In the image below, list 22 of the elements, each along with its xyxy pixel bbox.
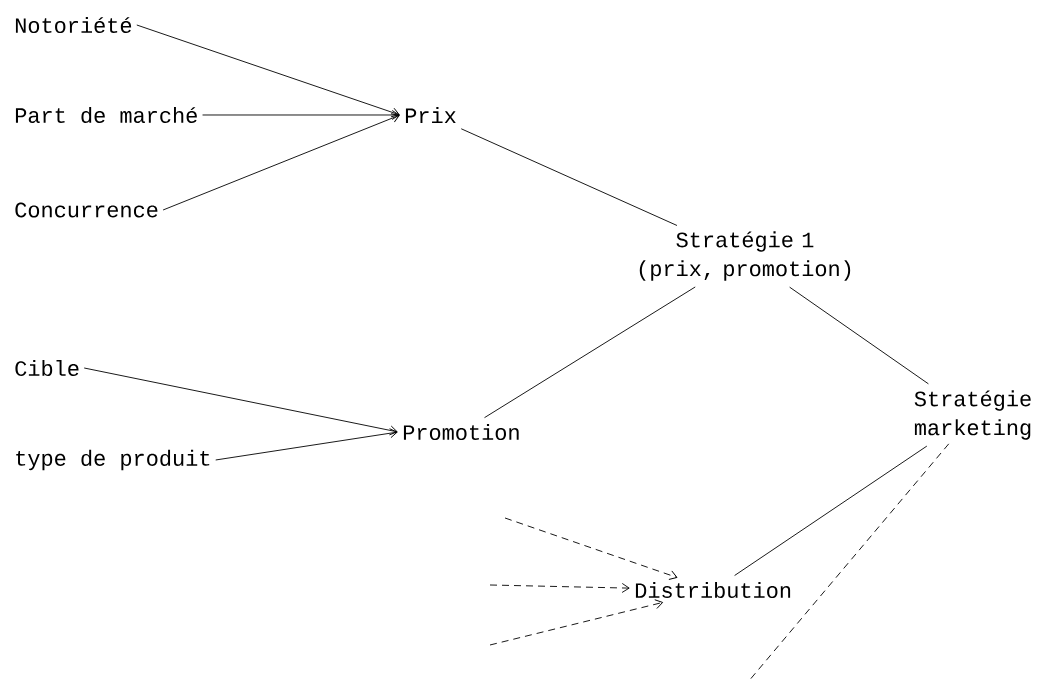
arrow xyxy=(215,428,398,461)
node-label: Cible xyxy=(15,359,79,377)
node-label: Prix xyxy=(405,107,456,123)
arrow xyxy=(83,367,398,436)
connector xyxy=(484,286,696,419)
arrow xyxy=(136,24,400,118)
node-label: Concurrence xyxy=(15,202,158,218)
node-label: Promotion xyxy=(403,423,519,441)
arrow xyxy=(489,583,630,593)
arrow xyxy=(489,599,664,646)
arrow xyxy=(202,110,400,120)
connector xyxy=(460,128,678,226)
node-label: Notoriété xyxy=(15,16,132,34)
connector xyxy=(789,286,929,385)
node-label: Part de marché xyxy=(15,106,197,124)
arrow xyxy=(504,517,678,580)
arrow xyxy=(162,113,400,211)
node-label: Distribution xyxy=(635,581,791,599)
node-label: Stratégie 1 (prix, promotion) xyxy=(639,231,851,281)
node-label: type de produit xyxy=(16,449,210,471)
node-label: Stratégie marketing xyxy=(914,390,1031,440)
connector xyxy=(734,445,928,576)
